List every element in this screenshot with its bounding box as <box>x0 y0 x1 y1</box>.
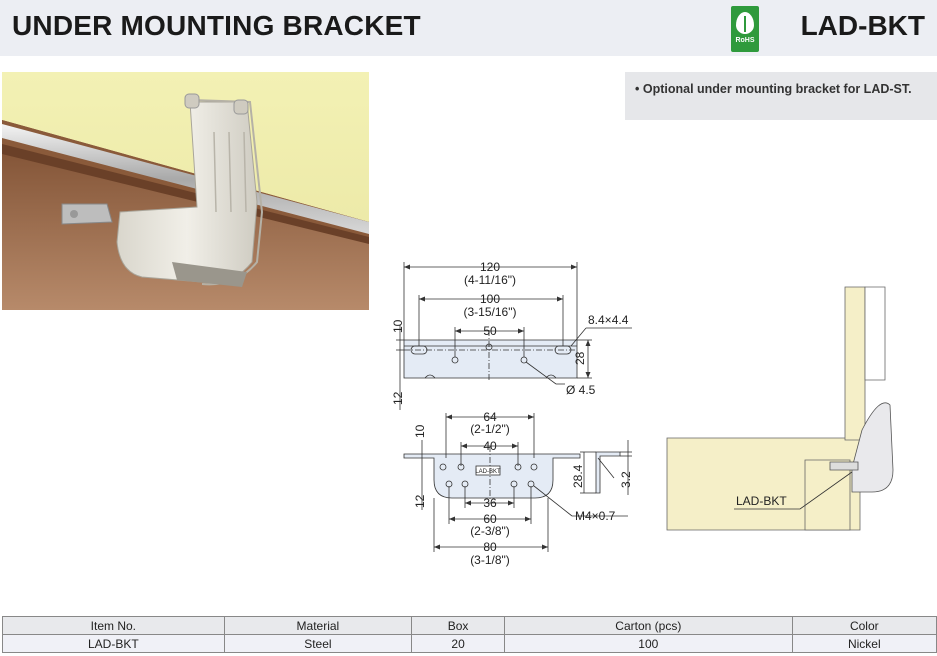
dim-3-2: 3.2 <box>619 471 633 488</box>
cell-material: Steel <box>223 634 413 653</box>
leaf-icon <box>736 12 754 34</box>
cell-item-no: LAD-BKT <box>2 634 225 653</box>
dim-120-inch: (4-11/16") <box>464 273 516 287</box>
dim-10-top: 10 <box>391 319 405 333</box>
thread-size: M4×0.7 <box>575 509 616 523</box>
dim-28: 28 <box>573 351 587 365</box>
rohs-label: RoHS <box>735 37 755 44</box>
dim-80: 80 <box>483 540 497 554</box>
product-code: LAD-BKT <box>800 10 925 41</box>
page-title: UNDER MOUNTING BRACKET <box>12 10 421 41</box>
feature-note-text: • Optional under mounting bracket for LA… <box>635 82 912 96</box>
dim-100-inch: (3-15/16") <box>464 305 517 319</box>
dim-80-inch: (3-1/8") <box>470 553 510 567</box>
dim-60-inch: (2-3/8") <box>470 524 510 538</box>
dim-100: 100 <box>480 292 500 306</box>
col-color: Color <box>791 616 937 635</box>
table-header-row: Item No. Material Box Carton (pcs) Color <box>2 616 937 635</box>
cell-carton: 100 <box>504 634 793 653</box>
spec-table: Item No. Material Box Carton (pcs) Color… <box>2 616 937 653</box>
dim-12-top: 12 <box>391 391 405 405</box>
dim-64-inch: (2-1/2") <box>470 422 510 436</box>
dim-64: 64 <box>483 410 497 424</box>
dim-50: 50 <box>483 324 497 338</box>
slot-size: 8.4×4.4 <box>588 313 629 327</box>
bracket-stamp: LAD-BKT <box>475 469 501 475</box>
dim-36: 36 <box>483 496 497 510</box>
rohs-badge: RoHS <box>731 6 759 52</box>
hole-size: Ø 4.5 <box>566 383 596 397</box>
install-callout: LAD-BKT <box>736 494 787 508</box>
dim-120: 120 <box>480 260 500 274</box>
header-bar: UNDER MOUNTING BRACKET RoHS LAD-BKT <box>0 0 937 56</box>
dim-28-4: 28.4 <box>571 464 585 488</box>
cell-box: 20 <box>411 634 506 653</box>
feature-note: • Optional under mounting bracket for LA… <box>625 72 937 120</box>
col-material: Material <box>223 616 413 635</box>
dim-12-bottom: 12 <box>413 494 427 508</box>
col-box: Box <box>411 616 506 635</box>
col-item-no: Item No. <box>2 616 225 635</box>
dim-60: 60 <box>483 512 497 526</box>
cell-color: Nickel <box>791 634 937 653</box>
dim-40: 40 <box>483 439 497 453</box>
table-row: LAD-BKT Steel 20 100 Nickel <box>2 634 937 653</box>
product-photo <box>2 72 369 310</box>
dim-10-bottom: 10 <box>413 424 427 438</box>
col-carton: Carton (pcs) <box>504 616 793 635</box>
